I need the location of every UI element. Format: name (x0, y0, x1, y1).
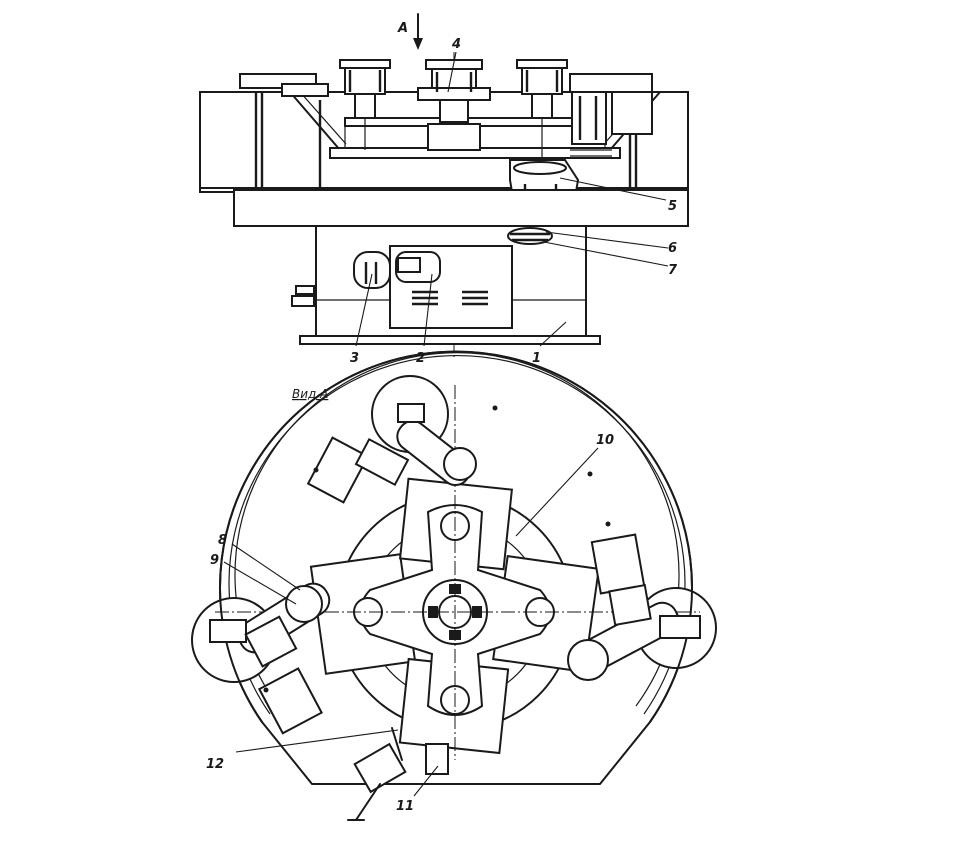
callout-7: 7 (543, 241, 678, 278)
callout-8: 8 (218, 533, 301, 591)
left-top-cover (239, 73, 329, 97)
coupling-6-7 (507, 227, 553, 245)
callout-1: 1 (532, 321, 567, 366)
svg-text:3: 3 (350, 351, 359, 366)
callout-4: 4 (447, 37, 461, 93)
spindle-head-left (339, 59, 391, 150)
svg-text:10: 10 (596, 433, 614, 448)
rim-details (263, 405, 611, 693)
view-arrow-a: A (397, 13, 423, 50)
svg-text:9: 9 (210, 553, 219, 568)
svg-text:6: 6 (668, 241, 677, 256)
svg-text:1: 1 (532, 351, 541, 366)
spindle-head-right (516, 59, 568, 165)
callout-12: 12 (206, 729, 399, 772)
spindle-arm-left (209, 582, 331, 735)
view-title: Вид А (292, 387, 328, 401)
loading-device-bottom (347, 727, 449, 821)
front-view: A (199, 13, 689, 366)
drive-motor-right (569, 73, 653, 157)
svg-text:5: 5 (668, 199, 677, 214)
plan-view: Вид А (191, 350, 717, 821)
callout-10: 10 (515, 433, 614, 537)
motor-assembly (353, 245, 513, 329)
callout-9: 9 (210, 553, 297, 605)
callout-6: 6 (545, 231, 677, 256)
svg-text:11: 11 (396, 799, 414, 814)
svg-text:12: 12 (206, 757, 224, 772)
svg-text:7: 7 (668, 263, 678, 278)
machine-table (233, 189, 689, 227)
callout-5: 5 (559, 177, 677, 214)
spindle-arm-right (567, 533, 701, 681)
spindle-arm-top (306, 403, 477, 504)
view-arrow-label: A (397, 21, 408, 36)
callout-3: 3 (350, 273, 373, 366)
svg-text:8: 8 (218, 533, 227, 548)
svg-text:4: 4 (451, 37, 461, 52)
callout-11: 11 (396, 765, 439, 814)
